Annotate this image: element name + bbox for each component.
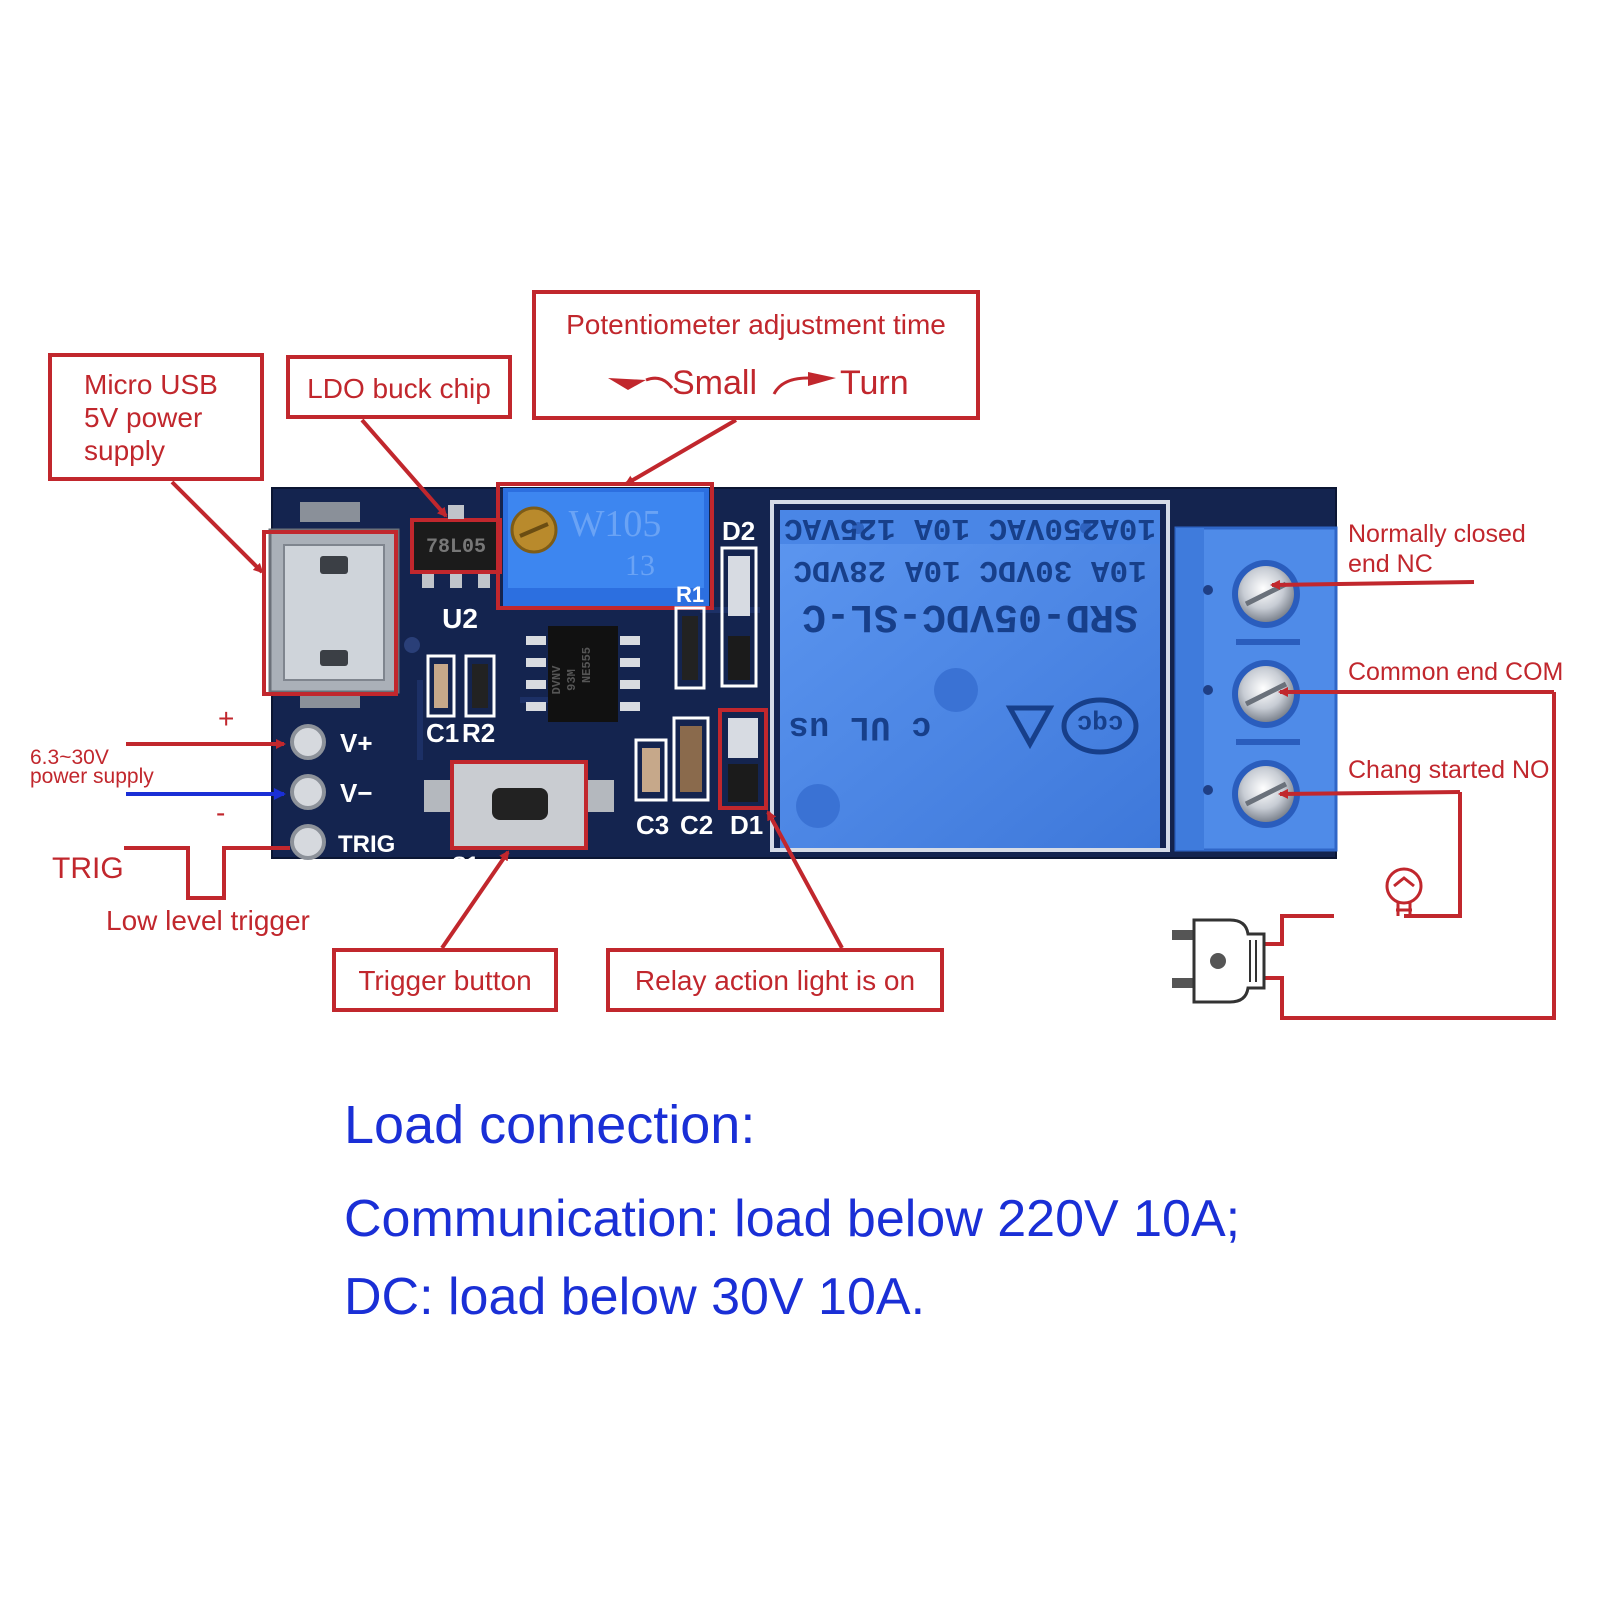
- callout-ldo-text: LDO buck chip: [307, 373, 491, 404]
- smd-capacitor-c3: [634, 738, 668, 802]
- silk-c2: C2: [680, 810, 713, 840]
- relay-model: SRD-05VDC-SL-C: [802, 593, 1138, 638]
- relay-ul-mark: c UL us: [789, 707, 932, 745]
- smd-capacitor-c1: [426, 654, 456, 718]
- load-wiring: [1264, 692, 1556, 1020]
- timer-marking-2: 93M: [565, 669, 579, 691]
- arrow-potentiometer: [624, 418, 738, 486]
- smd-capacitor-c2: [672, 716, 710, 802]
- timer-ic: NE555 93M DVNV: [526, 626, 640, 722]
- relay: SRD-05VDC-SL-C 10A 30VDC 10A 28VDC 10A25…: [770, 500, 1170, 852]
- timer-marking-3: DVNV: [550, 665, 564, 695]
- silk-s1: S1: [452, 852, 479, 877]
- smd-resistor-r1: [674, 606, 706, 690]
- curved-arrow-right-icon: [772, 376, 809, 395]
- arrow-trigger-button: [440, 850, 510, 950]
- silk-d1: D1: [730, 810, 763, 840]
- callout-ldo: LDO buck chip: [286, 355, 512, 419]
- arrow-ldo: [360, 418, 448, 518]
- label-plus: +: [218, 703, 234, 734]
- label-voltage: 6.3~30V: [30, 746, 109, 769]
- label-normally-closed-1: Normally closed: [1348, 520, 1526, 548]
- callout-relay-light: Relay action light is on: [606, 948, 944, 1012]
- load-ac: Communication: load below 220V 10A;: [344, 1190, 1240, 1248]
- micro-usb-connector: [268, 502, 400, 708]
- pin-label-vminus: V−: [340, 778, 373, 808]
- timer-marking-1: NE555: [580, 647, 594, 683]
- trigger-switch: [424, 760, 614, 850]
- pin-label-trig: TRIG: [338, 831, 395, 858]
- smd-resistor-r2: [464, 654, 496, 718]
- label-low-level-trigger: Low level trigger: [106, 905, 310, 936]
- label-normally-open: Chang started NO: [1348, 756, 1550, 784]
- silk-d2: D2: [722, 516, 755, 546]
- callout-micro-usb-line1: Micro USB: [84, 369, 218, 400]
- silk-u2: U2: [442, 603, 478, 634]
- regulator-marking: 78L05: [426, 536, 486, 559]
- callout-pot-turn: Turn: [840, 364, 909, 402]
- callout-trigger-button-text: Trigger button: [358, 965, 531, 996]
- silk-c1: C1: [426, 718, 459, 748]
- usb-highlight-box: [262, 530, 398, 696]
- pot-marking-1: W105: [569, 503, 662, 545]
- pot-marking-2: 13: [625, 549, 655, 582]
- potentiometer: W105 13: [503, 488, 709, 606]
- callout-pot-title: Potentiometer adjustment time: [566, 309, 946, 340]
- relay-rating-dc: 10A 30VDC 10A 28VDC: [793, 552, 1146, 587]
- callout-micro-usb-line2: 5V power: [84, 402, 202, 433]
- pin-header: [290, 724, 326, 860]
- callout-potentiometer: Potentiometer adjustment time Small Turn: [532, 290, 980, 420]
- callout-pot-small: Small: [672, 364, 757, 402]
- callout-micro-usb: Micro USB 5V power supply: [48, 353, 264, 481]
- pot-highlight-box: [496, 482, 714, 610]
- relay-cqc-mark: cqc: [1077, 708, 1124, 738]
- callout-relay-light-text: Relay action light is on: [635, 965, 915, 996]
- silk-r2: R2: [462, 718, 495, 748]
- label-power-supply: power supply: [30, 765, 154, 788]
- arrow-nc: [1270, 579, 1475, 590]
- trig-pulse-waveform: [124, 846, 290, 900]
- relay-triangle-mark: [1005, 705, 1055, 750]
- label-normally-closed-2: end NC: [1348, 550, 1433, 578]
- relay-rating-ac: 10A250VAC 10A 125VAC: [784, 510, 1156, 545]
- label-minus: -: [216, 797, 225, 828]
- load-dc: DC: load below 30V 10A.: [344, 1268, 925, 1326]
- led-d1: [718, 708, 768, 810]
- arrow-no: [1278, 788, 1461, 799]
- arrow-relay-light: [766, 810, 844, 949]
- label-trig: TRIG: [52, 852, 124, 885]
- ldo-regulator-chip: 78L05: [410, 505, 502, 588]
- load-title: Load connection:: [344, 1095, 755, 1155]
- curved-arrow-left-icon: [645, 376, 674, 389]
- callout-micro-usb-line3: supply: [84, 435, 165, 466]
- pin-label-vplus: V+: [340, 728, 373, 758]
- terminal-block: [1174, 526, 1338, 852]
- silk-c3: C3: [636, 810, 669, 840]
- arrow-micro-usb: [170, 480, 264, 574]
- callout-trigger-button: Trigger button: [332, 948, 558, 1012]
- label-common: Common end COM: [1348, 658, 1563, 686]
- lightbulb-icon: [1385, 867, 1423, 916]
- silk-r1: R1: [676, 582, 704, 607]
- power-plug-icon: [1172, 918, 1266, 1004]
- led-d2: [720, 546, 758, 688]
